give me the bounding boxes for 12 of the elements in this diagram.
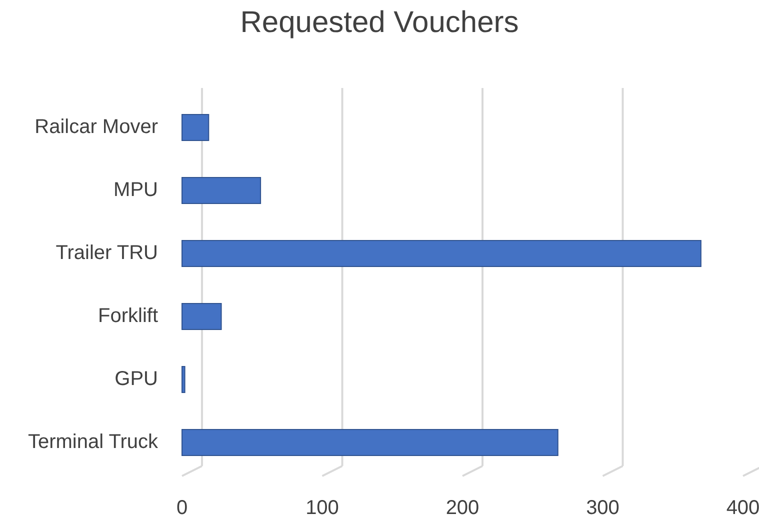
tick-label: 400: [725, 497, 759, 520]
tick-label: 200: [444, 497, 480, 520]
chart-title: Requested Vouchers: [239, 6, 520, 40]
tick-label: 100: [304, 497, 340, 520]
tick-label: 300: [585, 497, 620, 520]
tick-label: 0: [175, 497, 189, 520]
category-label: Forklift: [98, 304, 158, 328]
category-label: Terminal Truck: [28, 430, 158, 454]
category-label: Trailer TRU: [56, 242, 158, 264]
category-label: GPU: [114, 368, 158, 390]
category-label: Railcar Mover: [34, 116, 158, 138]
category-label: MPU: [114, 178, 158, 202]
